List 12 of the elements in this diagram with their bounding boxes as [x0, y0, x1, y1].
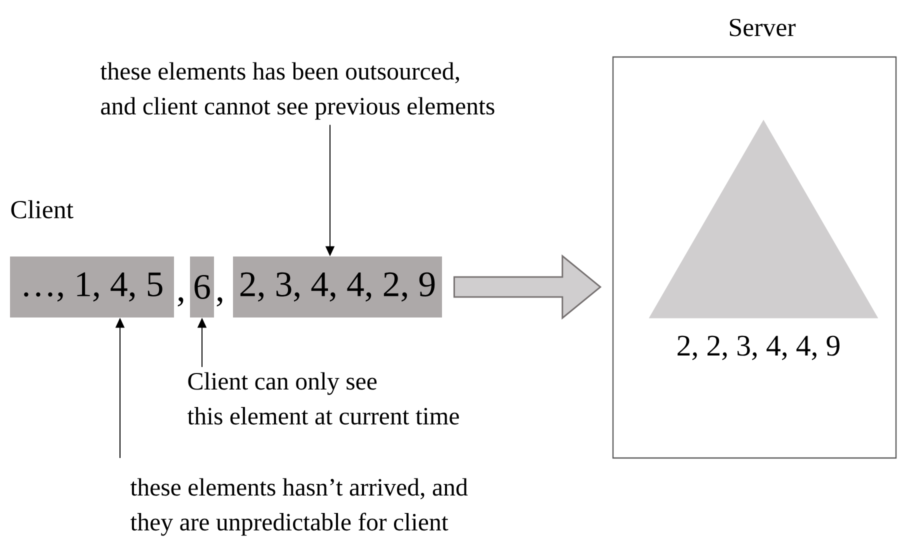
annotation-text: these elements hasn’t arrived, and they are unpredictable for client — [130, 478, 468, 536]
label-text: Client — [11, 200, 74, 218]
annotation-text: Client can only see this element at current time — [187, 372, 459, 425]
block-arrow — [453, 254, 602, 320]
number-box: 6 — [190, 256, 214, 318]
annotation-text: these elements has been outsourced, and client cannot see previous elements — [100, 62, 494, 120]
caption-text: 2, 2, 3, 4, 4, 9 — [678, 336, 840, 360]
comma-text: , — [216, 297, 222, 306]
node-label: Server — [730, 18, 796, 36]
number-box: …, 1, 4, 5 — [10, 256, 174, 318]
number-box: 2, 3, 4, 4, 2, 9 — [233, 256, 442, 318]
comma-text: , — [178, 297, 184, 306]
